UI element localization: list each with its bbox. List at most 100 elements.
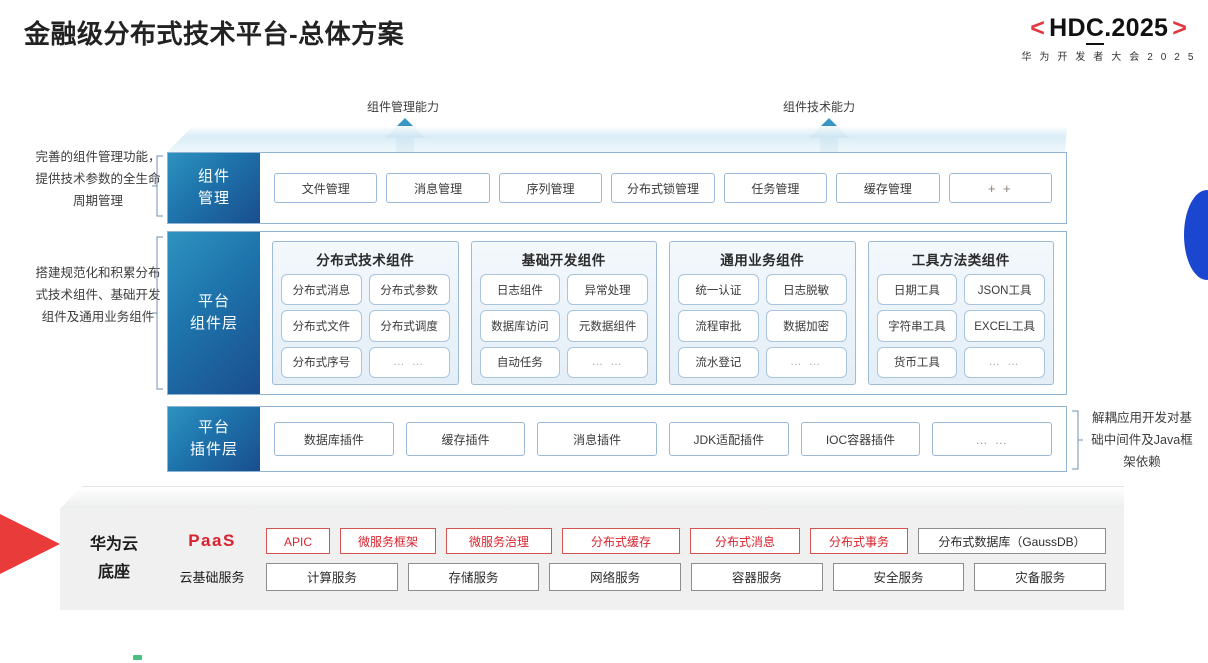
group-distributed-tech-components: 分布式技术组件 分布式消息 分布式参数 分布式文件 分布式调度 分布式序号 … … <box>272 241 459 385</box>
platform-plugin-items: 数据库插件 缓存插件 消息插件 JDK适配插件 IOC容器插件 … … <box>260 407 1066 471</box>
cell-item[interactable]: 日期工具 <box>876 274 958 306</box>
component-management-items: 文件管理 消息管理 序列管理 分布式锁管理 任务管理 缓存管理 + + <box>260 153 1066 223</box>
chip-sequence-management[interactable]: 序列管理 <box>498 173 603 203</box>
page-title: 金融级分布式技术平台-总体方案 <box>24 19 405 49</box>
cell-item[interactable]: 分布式消息 <box>281 274 362 306</box>
chip-message-management[interactable]: 消息管理 <box>386 173 490 203</box>
cloud-chip-storage[interactable]: 存储服务 <box>407 562 540 591</box>
cloud-services-row: 云基础服务 计算服务 存储服务 网络服务 容器服务 安全服务 灾备服务 <box>168 562 1107 591</box>
paas-chip-apic[interactable]: APIC <box>266 527 330 554</box>
cell-item-more[interactable]: … … <box>964 346 1045 378</box>
cell-item[interactable]: 分布式序号 <box>281 346 362 378</box>
chip-task-management[interactable]: 任务管理 <box>723 173 828 203</box>
paas-chip-distributed-transaction[interactable]: 分布式事务 <box>810 527 908 554</box>
paas-label: PaaS <box>188 530 236 550</box>
cloud-chip-compute[interactable]: 计算服务 <box>266 562 398 591</box>
arrow-label-component-management: 组件管理能力 <box>367 100 440 114</box>
platform-component-tab-line1: 平台 <box>197 293 230 310</box>
cell-item[interactable]: 日志组件 <box>479 274 561 306</box>
cell-item[interactable]: 统一认证 <box>678 274 759 306</box>
side-note-left-bottom: 搭建规范化和积累分布式技术组件、基础开发组件及通用业务组件 <box>35 266 161 324</box>
cell-item[interactable]: 元数据组件 <box>567 310 648 342</box>
base-title-line1: 华为云 <box>89 536 138 553</box>
paas-chip-microservice-framework[interactable]: 微服务框架 <box>340 527 436 554</box>
group-grid: 日志组件 异常处理 数据库访问 元数据组件 自动任务 … … <box>479 274 648 378</box>
brace-left-top <box>152 155 164 217</box>
bracket-left-icon: < <box>1030 14 1046 42</box>
platform-plugin-tab-line2: 插件层 <box>189 441 238 458</box>
cloud-chip-container[interactable]: 容器服务 <box>691 562 823 591</box>
cell-item[interactable]: EXCEL工具 <box>964 310 1045 342</box>
component-management-tab-line1: 组件 <box>197 168 230 185</box>
cell-item[interactable]: 字符串工具 <box>876 310 958 342</box>
chip-database-plugin[interactable]: 数据库插件 <box>274 422 394 456</box>
side-note-left-top: 完善的组件管理功能，提供技术参数的全生命周期管理 <box>35 150 161 208</box>
platform-plugin-tab: 平台 插件层 <box>168 407 260 471</box>
platform-plugin-tab-line1: 平台 <box>197 419 230 436</box>
base-title: 华为云 底座 <box>60 531 168 587</box>
cell-item[interactable]: 数据加密 <box>765 310 847 342</box>
arrow-label-component-technology: 组件技术能力 <box>783 100 856 114</box>
component-management-tab-line2: 管理 <box>197 190 230 207</box>
cell-item[interactable]: JSON工具 <box>964 274 1045 306</box>
platform-component-tab-line2: 组件层 <box>189 315 238 332</box>
green-mark-decoration <box>133 655 142 660</box>
cell-item[interactable]: 分布式参数 <box>368 274 450 306</box>
hdc-logo-subtitle: 华 为 开 发 者 大 会 2 0 2 5 <box>1021 52 1196 63</box>
component-management-tab: 组件 管理 <box>168 153 260 223</box>
base-rows: PaaS APIC 微服务框架 微服务治理 分布式缓存 分布式消息 分布式事务 … <box>168 527 1124 591</box>
hdc-logo: <HDC.2025> 华 为 开 发 者 大 会 2 0 2 5 <box>1021 14 1196 63</box>
component-management-layer: 组件 管理 文件管理 消息管理 序列管理 分布式锁管理 任务管理 缓存管理 + … <box>167 152 1067 224</box>
paas-chip-distributed-message[interactable]: 分布式消息 <box>690 527 800 554</box>
cloud-chip-security[interactable]: 安全服务 <box>832 562 965 591</box>
paas-chip-microservice-governance[interactable]: 微服务治理 <box>446 527 552 554</box>
cell-item-more[interactable]: … … <box>567 346 648 378</box>
brace-right <box>1071 410 1083 470</box>
cell-item[interactable]: 分布式调度 <box>368 310 450 342</box>
group-title: 工具方法类组件 <box>911 253 1010 268</box>
cell-item[interactable]: 自动任务 <box>479 346 561 378</box>
cloud-chip-network[interactable]: 网络服务 <box>549 562 682 591</box>
group-grid: 日期工具 JSON工具 字符串工具 EXCEL工具 货币工具 … … <box>876 274 1045 378</box>
cloud-chip-disaster-recovery[interactable]: 灾备服务 <box>974 562 1107 591</box>
cell-item[interactable]: 日志脱敏 <box>765 274 847 306</box>
platform-component-tab: 平台 组件层 <box>168 232 260 394</box>
platform-plugin-layer: 平台 插件层 数据库插件 缓存插件 消息插件 JDK适配插件 IOC容器插件 …… <box>167 406 1067 472</box>
chip-ioc-container-plugin[interactable]: IOC容器插件 <box>800 422 921 456</box>
paas-row: PaaS APIC 微服务框架 微服务治理 分布式缓存 分布式消息 分布式事务 … <box>168 527 1106 554</box>
chip-file-management[interactable]: 文件管理 <box>274 173 378 203</box>
chip-add-more[interactable]: + + <box>948 173 1052 203</box>
paas-chip-distributed-database[interactable]: 分布式数据库（GaussDB） <box>918 527 1106 554</box>
hdc-logo-main: <HDC.2025> <box>1021 14 1196 45</box>
huawei-cloud-base-panel: 华为云 底座 PaaS APIC 微服务框架 微服务治理 分布式缓存 分布式消息… <box>60 508 1124 610</box>
group-common-business-components: 通用业务组件 统一认证 日志脱敏 流程审批 数据加密 流水登记 … … <box>669 241 856 385</box>
cell-item[interactable]: 数据库访问 <box>479 310 561 342</box>
base-top-surface <box>60 486 1124 509</box>
red-wedge-decoration <box>0 500 60 588</box>
group-grid: 分布式消息 分布式参数 分布式文件 分布式调度 分布式序号 … … <box>281 274 450 378</box>
chip-message-plugin[interactable]: 消息插件 <box>537 422 658 456</box>
cell-item[interactable]: 流水登记 <box>678 346 759 378</box>
platform-component-layer: 平台 组件层 分布式技术组件 分布式消息 分布式参数 分布式文件 分布式调度 分… <box>167 231 1067 395</box>
cell-item[interactable]: 流程审批 <box>678 310 759 342</box>
bracket-right-icon: > <box>1172 14 1188 42</box>
chip-cache-plugin[interactable]: 缓存插件 <box>405 422 526 456</box>
cloud-services-label: 云基础服务 <box>179 570 245 585</box>
chip-cache-management[interactable]: 缓存管理 <box>836 173 940 203</box>
chip-plugin-more[interactable]: … … <box>932 422 1053 456</box>
blue-circle-decoration <box>1184 190 1208 280</box>
cell-item[interactable]: 货币工具 <box>876 346 958 378</box>
deck-top-surface <box>167 126 1067 152</box>
chip-jdk-adapter-plugin[interactable]: JDK适配插件 <box>669 422 789 456</box>
paas-chip-distributed-cache[interactable]: 分布式缓存 <box>562 527 680 554</box>
cell-item-more[interactable]: … … <box>765 346 847 378</box>
group-title: 基础开发组件 <box>521 253 606 268</box>
hdc-text-pre: HD <box>1049 14 1086 42</box>
base-inner: 华为云 底座 PaaS APIC 微服务框架 微服务治理 分布式缓存 分布式消息… <box>60 508 1124 610</box>
cell-item-more[interactable]: … … <box>368 346 450 378</box>
cell-item[interactable]: 异常处理 <box>567 274 648 306</box>
platform-component-groups: 分布式技术组件 分布式消息 分布式参数 分布式文件 分布式调度 分布式序号 … … <box>260 232 1066 394</box>
chip-distributed-lock-management[interactable]: 分布式锁管理 <box>611 173 715 203</box>
cell-item[interactable]: 分布式文件 <box>281 310 362 342</box>
